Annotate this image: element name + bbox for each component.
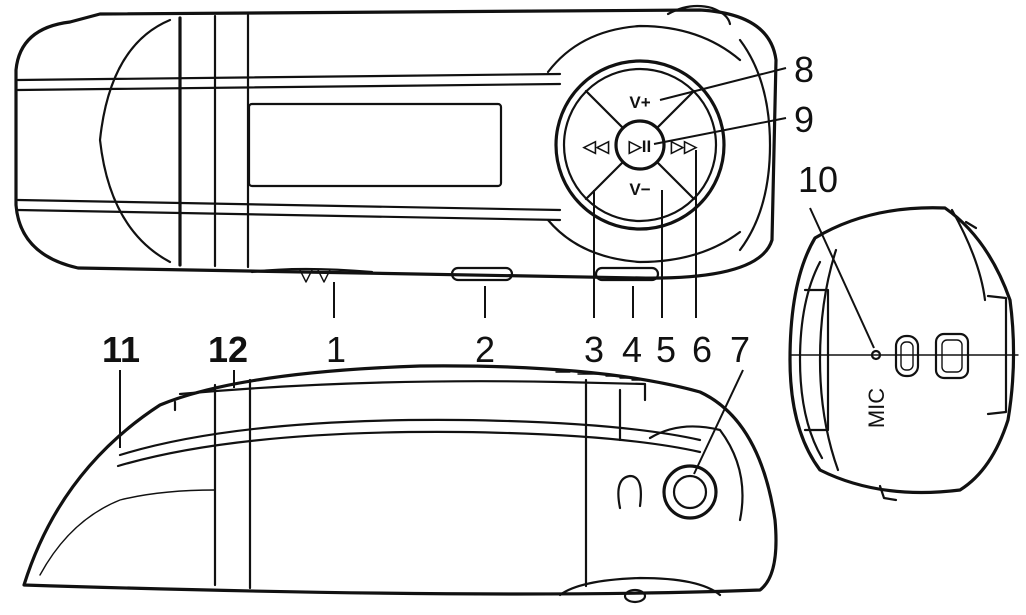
callout-12: 12 <box>208 329 248 370</box>
callout-2: 2 <box>475 329 495 370</box>
callout-6: 6 <box>692 329 712 370</box>
callout-4: 4 <box>622 329 642 370</box>
volume-up-label: V+ <box>629 93 650 112</box>
callout-5: 5 <box>656 329 676 370</box>
leader-lines <box>119 67 875 475</box>
mic-label: MIC <box>864 388 889 428</box>
volume-down-label: V− <box>629 180 650 199</box>
callout-numbers: 1 2 3 4 5 6 7 8 9 10 11 12 <box>102 49 838 370</box>
next-label: ▷▷ <box>670 137 698 156</box>
control-pad <box>554 59 726 231</box>
device-end-view: MIC <box>788 206 1019 502</box>
device-top-view: V+ V− ◁◁ ▷▷ ▷II <box>14 4 778 283</box>
previous-label: ◁◁ <box>582 137 610 156</box>
callout-11: 11 <box>102 329 140 370</box>
device-side-view <box>22 364 778 604</box>
play-pause-label: ▷II <box>628 137 652 156</box>
callout-3: 3 <box>584 329 604 370</box>
callout-9: 9 <box>794 99 814 140</box>
callout-10: 10 <box>798 159 838 200</box>
callout-7: 7 <box>730 329 750 370</box>
callout-8: 8 <box>794 49 814 90</box>
callout-1: 1 <box>326 329 346 370</box>
